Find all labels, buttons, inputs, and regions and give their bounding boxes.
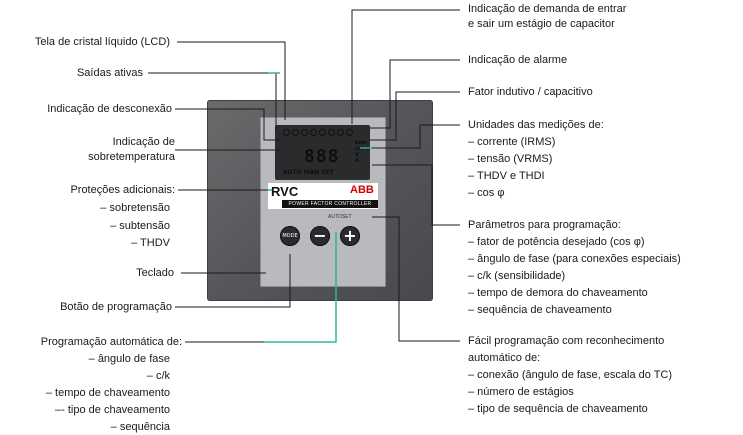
label-auto-item: – tempo de chaveamento	[45, 387, 170, 399]
label-easy-item: – conexão (ângulo de fase, escala do TC)	[468, 369, 673, 381]
label-easy-item: – tipo de sequência de chaveamento	[468, 403, 648, 415]
label-auto-item: – ângulo de fase	[88, 353, 170, 365]
label-auto-item: – sequência	[110, 421, 170, 433]
label-params-item: – tempo de demora do chaveamento	[468, 287, 648, 299]
label-overtemp-1: Indicação de	[112, 136, 175, 148]
label-params-item: – c/k (sensibilidade)	[468, 270, 566, 282]
label-protection-item: – THDV	[131, 237, 170, 249]
output-dot-2	[292, 129, 299, 136]
label-params-item: – fator de potência desejado (cos φ)	[468, 236, 645, 248]
label-keypad: Teclado	[136, 267, 174, 279]
manufacturer-logo: ABB	[350, 184, 374, 196]
lcd-units: kvar cos φ V A	[355, 140, 371, 164]
product-line: POWER FACTOR CONTROLLER	[282, 200, 378, 208]
label-auto-item: –- tipo de chaveamento	[55, 404, 170, 416]
minus-button[interactable]: −	[310, 226, 330, 246]
label-easy-title-2: automático de:	[468, 352, 541, 364]
label-easy-title: Fácil programação com reconhecimento	[468, 335, 665, 347]
label-units-title: Unidades das medições de:	[468, 119, 604, 131]
output-dot-1	[283, 129, 290, 136]
label-auto-title: Programação automática de:	[40, 336, 182, 348]
label-easy-item: – número de estágios	[468, 386, 574, 398]
output-dot-7	[337, 129, 344, 136]
label-protection-item: – subtensão	[110, 220, 170, 232]
label-demand-2: e sair um estágio de capacitor	[468, 18, 615, 30]
label-units-item: – tensão (VRMS)	[468, 153, 553, 165]
label-factor: Fator indutivo / capacitivo	[468, 86, 593, 98]
label-protections-title: Proteções adicionais:	[70, 184, 175, 196]
label-alarm: Indicação de alarme	[468, 54, 568, 66]
output-dot-3	[301, 129, 308, 136]
lcd-mode-indicators: AUTO MAN SET	[283, 169, 334, 176]
label-params-item: – ângulo de fase (para conexões especiai…	[468, 253, 681, 265]
label-lcd: Tela de cristal líquido (LCD)	[34, 36, 170, 48]
output-dot-8	[346, 129, 353, 136]
label-demand-1: Indicação de demanda de entrar	[468, 3, 627, 15]
product-name: RVC	[271, 184, 299, 199]
label-disconnection: Indicação de desconexão	[47, 103, 172, 115]
label-auto-item: – c/k	[146, 370, 170, 382]
label-units-item: – corrente (IRMS)	[468, 136, 556, 148]
label-params-title: Parâmetros para programação:	[468, 219, 621, 231]
label-units-item: – cos φ	[468, 187, 505, 199]
label-protection-item: – sobretensão	[100, 202, 170, 214]
label-units-item: – THDV e THDI	[468, 170, 545, 182]
label-active-outputs: Saídas ativas	[76, 67, 143, 79]
output-dot-6	[328, 129, 335, 136]
autoset-label: AUTOSET	[328, 214, 352, 220]
output-dot-5	[319, 129, 326, 136]
lcd-digits: 888	[304, 146, 340, 167]
label-params-item: – sequência de chaveamento	[468, 304, 612, 316]
output-dot-4	[310, 129, 317, 136]
mode-button[interactable]: MODE	[280, 226, 300, 246]
label-program-button: Botão de programação	[60, 301, 172, 313]
plus-button[interactable]: +	[340, 226, 360, 246]
label-overtemp-2: sobretemperatura	[88, 151, 175, 163]
